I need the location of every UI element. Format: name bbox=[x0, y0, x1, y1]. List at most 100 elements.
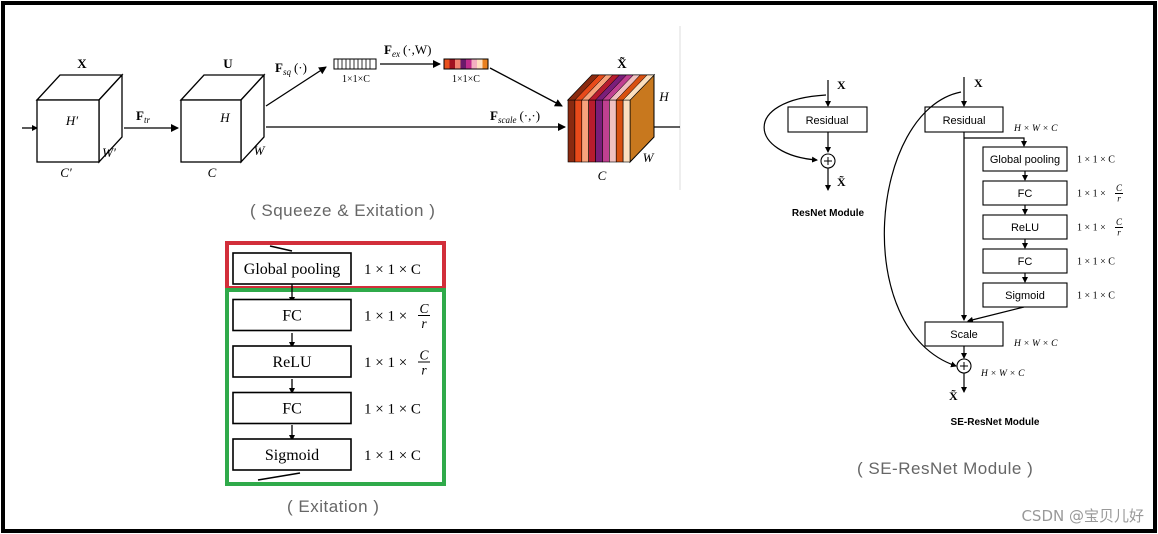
excite-cell bbox=[482, 59, 488, 69]
cube1-w-label: W′ bbox=[102, 145, 116, 160]
se-resnet-output-label: X̃ bbox=[949, 389, 958, 403]
se-frac-num-2: C bbox=[1116, 217, 1123, 227]
se-label-2: ReLU bbox=[1011, 222, 1039, 234]
se-label-0: Global pooling bbox=[990, 154, 1060, 166]
se-box-0 bbox=[982, 146, 1068, 172]
cube3-h-label: H bbox=[658, 89, 669, 104]
sum-dim: H × W × C bbox=[980, 369, 1025, 379]
cube2-h-label: H bbox=[219, 110, 230, 125]
exc-frac-num-2: C bbox=[419, 348, 429, 363]
resnet-module-diagram: X Residual X̃ ResNet Module bbox=[763, 78, 868, 219]
exc-frac-den-2: r bbox=[421, 362, 427, 377]
se-dim-0: 1 × 1 × C bbox=[1077, 155, 1115, 166]
f-scale-arg: (·,·) bbox=[519, 108, 540, 123]
f-scale-sub: scale bbox=[498, 115, 517, 125]
f-ex-sub: ex bbox=[392, 49, 400, 59]
f-ex-label: F bbox=[384, 42, 392, 57]
se-resnet-input-label: X bbox=[974, 76, 983, 90]
resnet-residual-label: Residual bbox=[806, 115, 849, 127]
exc-dim-2: 1 × 1 × bbox=[364, 355, 407, 371]
f-tr-label: F bbox=[136, 108, 144, 123]
f-sq-sub: sq bbox=[283, 67, 292, 77]
excite-cell bbox=[471, 59, 477, 69]
resnet-input-label: X bbox=[837, 78, 846, 92]
se-resnet-residual-dim: H × W × C bbox=[1013, 124, 1058, 134]
se-frac-num-1: C bbox=[1116, 183, 1123, 193]
cube3-c-label: C bbox=[598, 168, 607, 183]
exc-dim-1: 1 × 1 × bbox=[364, 308, 407, 324]
se-label-4: Sigmoid bbox=[1005, 290, 1045, 302]
csdn-watermark: CSDN @宝贝儿好 bbox=[1021, 507, 1144, 525]
exc-box-4 bbox=[232, 438, 352, 471]
vec-label-2: 1×1×C bbox=[452, 74, 480, 85]
channel-slice bbox=[588, 99, 596, 163]
squeeze-vector bbox=[333, 58, 377, 70]
input-x-label: X bbox=[77, 56, 87, 71]
channel-slice bbox=[602, 99, 610, 163]
channel-slice bbox=[567, 99, 576, 163]
exc-box-0 bbox=[232, 252, 352, 285]
output-x-label: X̃ bbox=[617, 56, 627, 71]
cube1-h-label: H′ bbox=[65, 113, 78, 128]
exc-frac-den-1: r bbox=[421, 316, 427, 331]
se-label-3: FC bbox=[1018, 256, 1033, 268]
exc-label-2: ReLU bbox=[272, 354, 312, 371]
vec-label-1: 1×1×C bbox=[342, 74, 370, 85]
output-cube: X̃ H W C bbox=[566, 56, 669, 183]
se-dim-1: 1 × 1 × bbox=[1077, 189, 1106, 200]
u-cube: U H W C bbox=[179, 56, 266, 180]
se-box-4 bbox=[982, 282, 1068, 308]
se-block-diagram: X H′ W′ C′ Ftr U H W C Fsq(·) bbox=[22, 26, 681, 190]
se-resnet-title: SE-ResNet Module bbox=[951, 417, 1040, 428]
exc-box-2 bbox=[232, 345, 352, 378]
exc-label-1: FC bbox=[282, 308, 302, 325]
resnet-output-label: X̃ bbox=[837, 175, 846, 189]
se-box-2 bbox=[982, 214, 1068, 240]
se-resnet-module-diagram: X Residual H × W × C Global pooling 1 × 1… bbox=[883, 76, 1123, 428]
excite-cell bbox=[455, 59, 461, 69]
svg-text:Fex(·,W): Fex(·,W) bbox=[384, 42, 431, 59]
cube2-c-label: C bbox=[208, 165, 217, 180]
exc-dim-3: 1 × 1 × C bbox=[364, 401, 421, 417]
cube1-c-label: C′ bbox=[60, 165, 72, 180]
scale-label: Scale bbox=[950, 329, 978, 341]
channel-slice bbox=[581, 99, 589, 163]
se-resnet-residual-label: Residual bbox=[943, 115, 986, 127]
scale-box bbox=[924, 321, 1004, 347]
green-highlight-box bbox=[225, 288, 446, 486]
excite-cell bbox=[466, 59, 472, 69]
se-caption: ( Squeeze & Exitation ) bbox=[250, 201, 436, 220]
se-frac-den-2: r bbox=[1117, 228, 1121, 238]
se-dim-3: 1 × 1 × C bbox=[1077, 257, 1115, 268]
channel-slice bbox=[615, 99, 624, 163]
u-label: U bbox=[223, 56, 233, 71]
excite-cell bbox=[460, 59, 466, 69]
svg-text:Fscale(·,·): Fscale(·,·) bbox=[490, 108, 540, 125]
excitation-caption: ( Exitation ) bbox=[287, 497, 380, 516]
resnet-title: ResNet Module bbox=[792, 208, 865, 219]
excitation-vector bbox=[443, 58, 489, 70]
channel-slice bbox=[574, 99, 583, 163]
channel-slice bbox=[622, 99, 631, 163]
f-sq-arg: (·) bbox=[294, 60, 307, 75]
f-sq-label: F bbox=[275, 60, 283, 75]
f-ex-arg: (·,W) bbox=[403, 42, 432, 57]
excite-cell bbox=[444, 59, 450, 69]
input-cube: X H′ W′ C′ bbox=[35, 56, 124, 180]
svg-text:Ftr: Ftr bbox=[136, 108, 150, 125]
se-resnet-caption: ( SE-ResNet Module ) bbox=[857, 459, 1034, 478]
exc-box-1 bbox=[232, 298, 352, 332]
excite-cell bbox=[477, 59, 483, 69]
se-label-1: FC bbox=[1018, 188, 1033, 200]
exc-dim-4: 1 × 1 × C bbox=[364, 448, 421, 464]
se-dim-2: 1 × 1 × bbox=[1077, 223, 1106, 234]
excite-cell bbox=[449, 59, 455, 69]
exc-frac-num-1: C bbox=[419, 301, 429, 316]
f-scale-label: F bbox=[490, 108, 498, 123]
cube3-w-label: W bbox=[643, 150, 655, 165]
se-dim-4: 1 × 1 × C bbox=[1077, 291, 1115, 302]
se-frac-den-1: r bbox=[1117, 194, 1121, 204]
